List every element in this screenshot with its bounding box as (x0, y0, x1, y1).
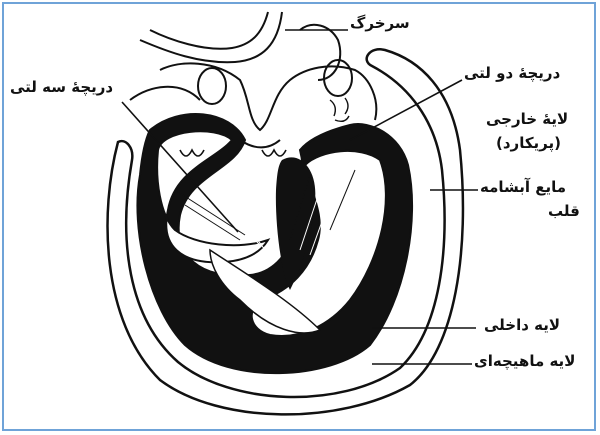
vessel-wall-mid (240, 140, 280, 148)
left-atrium-detail (330, 98, 349, 121)
aorta-tube (150, 12, 268, 49)
label-outer-layer: لایهٔ خارجی (486, 110, 568, 129)
label-bicuspid-valve: دریچهٔ دو لتی (464, 64, 560, 83)
label-endocardium: لایه داخلی (484, 316, 560, 335)
label-pericardial-fluid: مایع آبشامه (480, 178, 566, 197)
aorta-tube-inner (140, 12, 282, 62)
label-aorta: سرخرگ (350, 14, 410, 33)
vessel-wall-left (130, 87, 200, 100)
label-pericardium: (پریکارد) (496, 134, 561, 153)
label-myocardium: لایه ماهیچه‌ای (474, 352, 575, 371)
aortic-valve-cusps (262, 150, 286, 156)
label-heart: قلب (548, 202, 580, 221)
vessel-ring-left (198, 68, 226, 104)
label-tricuspid-valve: دریچهٔ سه لتی (10, 78, 113, 97)
